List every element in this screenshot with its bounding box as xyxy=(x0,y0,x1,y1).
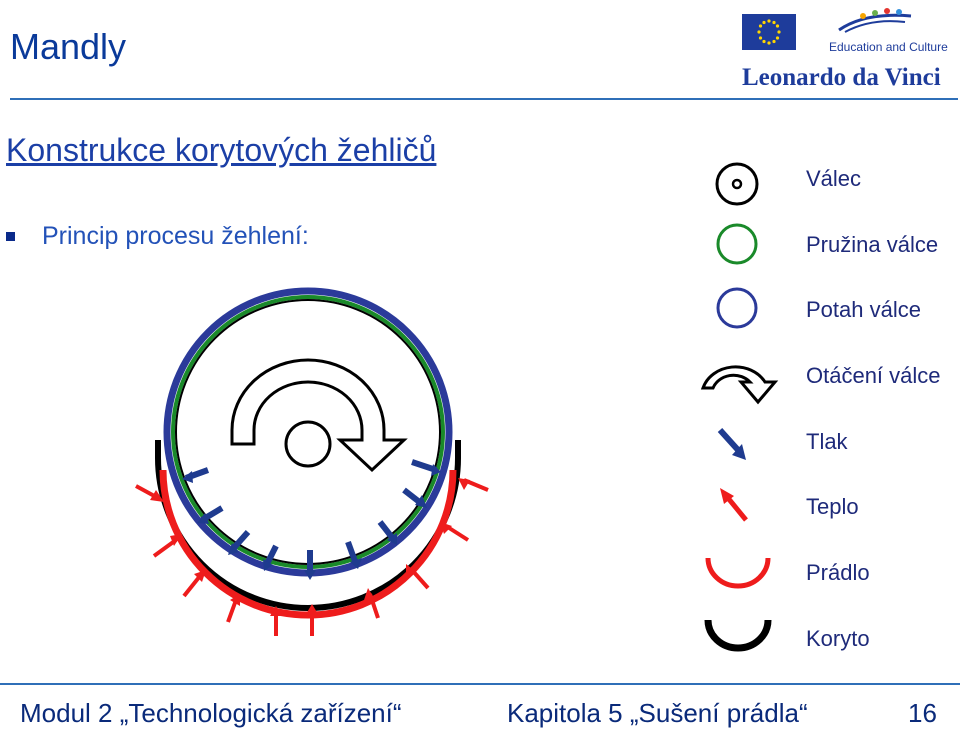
laundry-arc-icon xyxy=(705,557,771,589)
legend-label-spring: Pružina válce xyxy=(806,232,939,257)
legend-label-heat: Teplo xyxy=(806,494,859,519)
trough-arc-icon xyxy=(704,619,772,652)
pressure-arrow xyxy=(345,540,359,566)
education-culture-logo-icon xyxy=(835,6,915,36)
legend-icons xyxy=(700,162,779,652)
heat-arrow xyxy=(226,599,238,623)
heat-arrow xyxy=(152,538,178,558)
footer-divider xyxy=(0,683,960,685)
header-divider xyxy=(10,98,958,100)
page-number: 16 xyxy=(908,698,937,728)
pressure-arrow xyxy=(411,459,437,473)
spring-icon xyxy=(716,223,758,265)
legend-label-laundry: Prádlo xyxy=(806,560,870,585)
leonardo-da-vinci-logo: Leonardo da Vinci xyxy=(742,64,941,91)
header-title: Mandly xyxy=(10,26,127,67)
cylinder-icon xyxy=(715,162,759,206)
slide-title: Konstrukce korytových žehličů xyxy=(6,132,437,168)
pressure-arrow-icon xyxy=(717,427,746,460)
education-culture-text: Education and Culture xyxy=(829,40,948,54)
cover-icon xyxy=(716,287,758,329)
bullet-text: Princip procesu žehlení: xyxy=(42,222,309,250)
cylinder-shaft xyxy=(284,420,332,468)
legend-label-cylinder: Válec xyxy=(806,166,862,191)
eu-flag-logo xyxy=(742,14,796,50)
heat-arrow-icon xyxy=(720,488,748,522)
legend-label-trough: Koryto xyxy=(806,626,870,651)
legend-label-cover: Potah válce xyxy=(806,297,921,322)
heat-arrow xyxy=(182,574,202,598)
ironing-diagram xyxy=(135,287,489,636)
footer-chapter: Kapitola 5 „Sušení prádla“ xyxy=(507,698,808,728)
footer-module: Modul 2 „Technologická zařízení“ xyxy=(20,698,402,728)
heat-arrow xyxy=(410,568,430,590)
legend-label-pressure: Tlak xyxy=(806,429,848,454)
rotation-arrow xyxy=(230,358,408,473)
bullet-square-icon xyxy=(6,232,15,241)
rotation-icon xyxy=(700,365,779,405)
legend-label-rotation: Otáčení válce xyxy=(806,363,941,388)
